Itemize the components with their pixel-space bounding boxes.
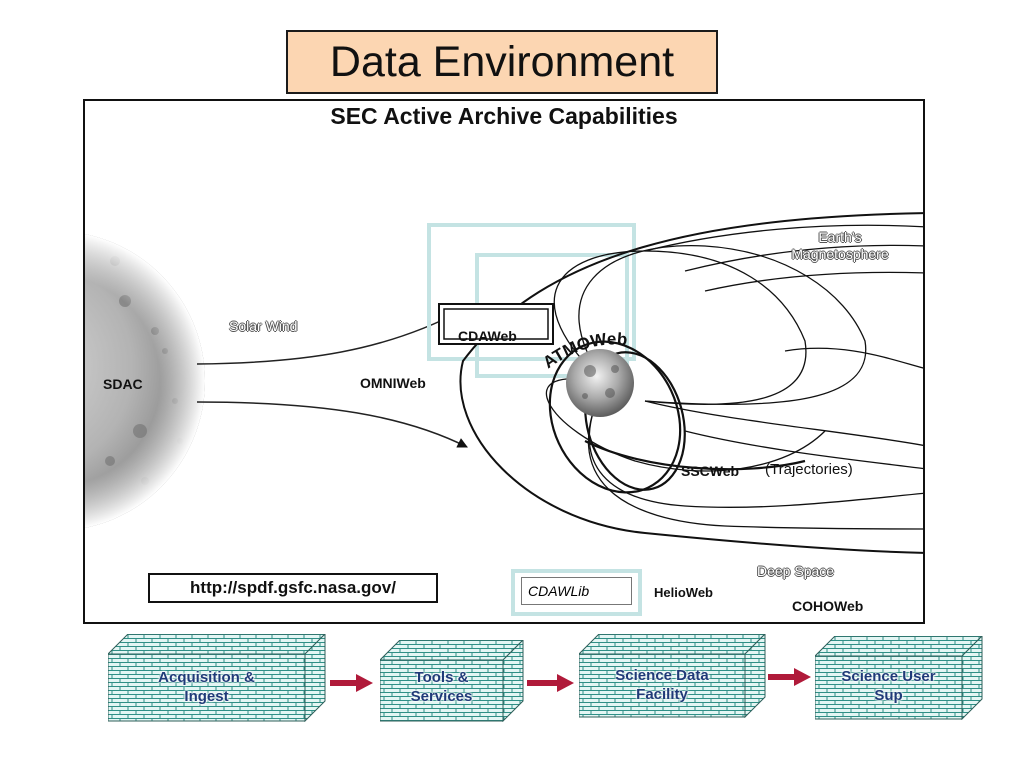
trajectories-label: (Trajectories) bbox=[765, 461, 853, 478]
sscweb-label: SSCWeb bbox=[681, 463, 740, 479]
tools-services-box: Tools & Services bbox=[378, 638, 525, 727]
earths-magnetosphere-line1: Earth’s bbox=[818, 229, 862, 245]
cdawlib-box: CDAWLib bbox=[511, 569, 642, 616]
science-user-support-line1: Science User bbox=[841, 668, 936, 685]
solar-wind-line-upper bbox=[196, 309, 464, 365]
flow-arrow-1 bbox=[330, 674, 373, 692]
solar-wind-line-lower bbox=[196, 401, 468, 448]
tools-services-line1: Tools & bbox=[414, 669, 469, 686]
magnetosphere-diagram: ATMOWeb bbox=[85, 212, 923, 554]
flow-arrow-2 bbox=[527, 674, 574, 692]
cdaweb-highlight-outer bbox=[427, 223, 636, 361]
omniweb-label: OMNIWeb bbox=[360, 375, 426, 391]
earths-magnetosphere-line2: Magnetosphere bbox=[791, 246, 889, 262]
sun-image bbox=[85, 234, 205, 528]
slide-title: Data Environment bbox=[286, 30, 718, 94]
science-data-facility-box: Science Data Facility bbox=[577, 632, 767, 723]
trajectory-arc bbox=[584, 440, 806, 471]
earths-magnetosphere-label: Earth’s Magnetosphere bbox=[765, 229, 915, 263]
spdf-url-link[interactable]: http://spdf.gsfc.nasa.gov/ bbox=[148, 573, 438, 603]
cohoweb-label: COHOWeb bbox=[792, 598, 864, 614]
acquisition-ingest-line1: Acquisition & bbox=[158, 669, 255, 686]
tools-services-line2: Services bbox=[410, 688, 473, 705]
acquisition-ingest-box: Acquisition & Ingest bbox=[106, 632, 327, 727]
cdaweb-box-inner bbox=[443, 308, 549, 340]
science-user-support-line2: Sup bbox=[874, 687, 903, 704]
magnetopause-boundary bbox=[459, 212, 923, 554]
solar-wind-label: Solar Wind bbox=[229, 318, 298, 334]
sdac-label: SDAC bbox=[103, 376, 143, 392]
diagram-heading: SEC Active Archive Capabilities bbox=[330, 103, 678, 129]
deep-space-label: Deep Space bbox=[757, 563, 835, 579]
science-user-support-box: Science User Sup bbox=[813, 634, 984, 725]
science-data-facility-line1: Science Data bbox=[615, 667, 709, 684]
cdaweb-label: CDAWeb bbox=[458, 328, 517, 344]
diagram-frame: ATMOWeb SEC Active Archive Capabilities … bbox=[83, 99, 925, 624]
trajectory-ellipse-1 bbox=[548, 340, 682, 494]
trajectory-ellipse-2 bbox=[584, 351, 686, 491]
cdawlib-label: CDAWLib bbox=[521, 577, 632, 605]
science-data-facility-line2: Facility bbox=[636, 686, 688, 703]
helioweb-label: HelioWeb bbox=[654, 585, 713, 600]
flow-arrow-3 bbox=[768, 668, 811, 686]
acquisition-ingest-line2: Ingest bbox=[184, 688, 229, 705]
earth-image bbox=[566, 349, 634, 417]
field-lines bbox=[545, 224, 923, 530]
